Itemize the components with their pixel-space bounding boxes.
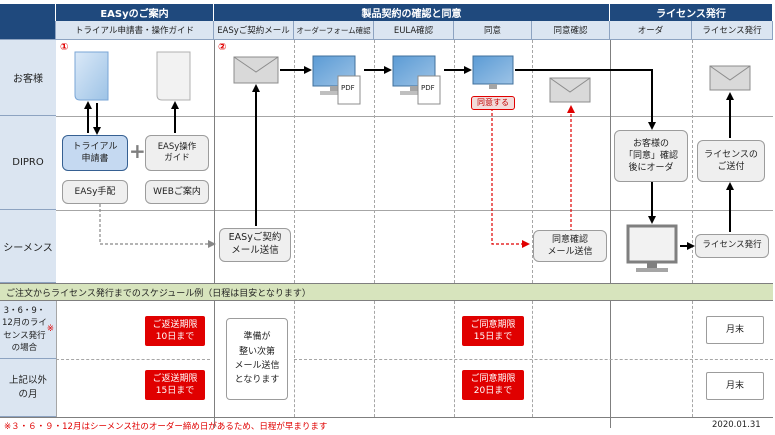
trial-application-box: トライアル 申請書 bbox=[62, 135, 128, 171]
schedule-title: ご注文からライセンス発行までのスケジュール例（日程は目安となります） bbox=[0, 283, 773, 301]
col-order-form: オーダーフォーム確認 bbox=[294, 21, 374, 40]
marker-1: ① bbox=[60, 42, 69, 53]
pdf-icon-eula bbox=[417, 75, 441, 105]
pdf-label-eula: PDF bbox=[421, 84, 435, 92]
marker-2: ② bbox=[218, 42, 227, 53]
reply-deadline-15: ご返送期限 15日まで bbox=[145, 370, 205, 400]
sched-divider bbox=[294, 359, 773, 360]
group-divider bbox=[610, 40, 611, 428]
month-end-2: 月末 bbox=[706, 372, 764, 400]
reply-deadline-10: ご返送期限 10日まで bbox=[145, 316, 205, 346]
lane-divider bbox=[56, 116, 773, 117]
header-corner-2 bbox=[0, 21, 56, 40]
col-agree: 同意 bbox=[454, 21, 532, 40]
col-agree-check: 同意確認 bbox=[532, 21, 610, 40]
col-trial: トライアル申請書・操作ガイド bbox=[56, 21, 214, 40]
schedule-row1-label: 3・6・9・ 12月のライ センス発行 の場合※ bbox=[0, 301, 56, 359]
lane-divider bbox=[56, 210, 773, 211]
prepare-mail-box: 準備が 整い次第 メール送信 となります bbox=[226, 318, 288, 400]
sched-col bbox=[532, 301, 533, 417]
sched-bottom bbox=[0, 417, 773, 418]
row-label-siemens: シーメンス bbox=[0, 210, 56, 283]
sched-col bbox=[294, 301, 295, 417]
col-eula: EULA確認 bbox=[374, 21, 454, 40]
sched-col bbox=[692, 301, 693, 417]
schedule-row1-note-mark: ※ bbox=[46, 324, 54, 335]
header-group-easy: EASyのご案内 bbox=[56, 4, 214, 21]
envelope-icon-easy bbox=[233, 56, 279, 84]
license-send-box: ライセンスの ご送付 bbox=[697, 140, 765, 182]
envelope-icon-license bbox=[709, 65, 751, 91]
sched-col bbox=[454, 301, 455, 417]
pdf-icon-orderform bbox=[337, 75, 361, 105]
header-group-contract: 製品契約の確認と同意 bbox=[214, 4, 610, 21]
sched-divider bbox=[56, 359, 210, 360]
trial-document-icon bbox=[74, 51, 109, 101]
footer-date: 2020.01.31 bbox=[712, 420, 761, 430]
agree-check-mail-box: 同意確認 メール送信 bbox=[533, 230, 607, 262]
col-order: オーダ bbox=[610, 21, 692, 40]
group-divider bbox=[214, 40, 215, 428]
agree-deadline-15: ご同意期限 15日まで bbox=[462, 316, 524, 346]
sched-col bbox=[374, 301, 375, 417]
row-label-customer: お客様 bbox=[0, 40, 56, 116]
schedule-row2-label: 上記以外 の月 bbox=[0, 359, 56, 417]
header-corner bbox=[0, 4, 56, 21]
schedule-row1-label-text: 3・6・9・ 12月のライ センス発行 の場合 bbox=[2, 305, 47, 353]
guide-document-icon bbox=[156, 51, 191, 101]
pdf-label-orderform: PDF bbox=[341, 84, 355, 92]
col-divider bbox=[532, 40, 533, 283]
agree-deadline-20: ご同意期限 20日まで bbox=[462, 370, 524, 400]
month-end-1: 月末 bbox=[706, 316, 764, 344]
col-divider bbox=[454, 40, 455, 283]
col-divider bbox=[692, 40, 693, 283]
col-easy-mail: EASyご契約メール bbox=[214, 21, 294, 40]
header-group-license: ライセンス発行 bbox=[610, 4, 773, 21]
row-label-dipro: DIPRO bbox=[0, 116, 56, 210]
col-divider bbox=[374, 40, 375, 283]
envelope-icon-agree-check bbox=[549, 77, 591, 103]
order-after-agree-box: お客様の 「同意」確認 後にオーダ bbox=[614, 130, 688, 182]
sched-col bbox=[56, 301, 57, 417]
footer-note: ※３・６・９・12月はシーメンス社のオーダー締め日があるため、日程が早まります bbox=[4, 422, 328, 432]
monitor-icon-agree bbox=[472, 55, 514, 89]
col-divider bbox=[294, 40, 295, 283]
monitor-icon-order bbox=[626, 224, 678, 272]
plus-icon: + bbox=[129, 139, 146, 163]
easy-guide-box: EASy操作 ガイド bbox=[145, 135, 209, 171]
web-annai-box: WEBご案内 bbox=[145, 180, 209, 204]
col-license: ライセンス発行 bbox=[692, 21, 773, 40]
agree-button: 同意する bbox=[471, 96, 515, 110]
easy-tehai-box: EASy手配 bbox=[62, 180, 128, 204]
easy-contract-mail-box: EASyご契約 メール送信 bbox=[219, 228, 291, 262]
license-issue-box: ライセンス発行 bbox=[695, 234, 769, 258]
